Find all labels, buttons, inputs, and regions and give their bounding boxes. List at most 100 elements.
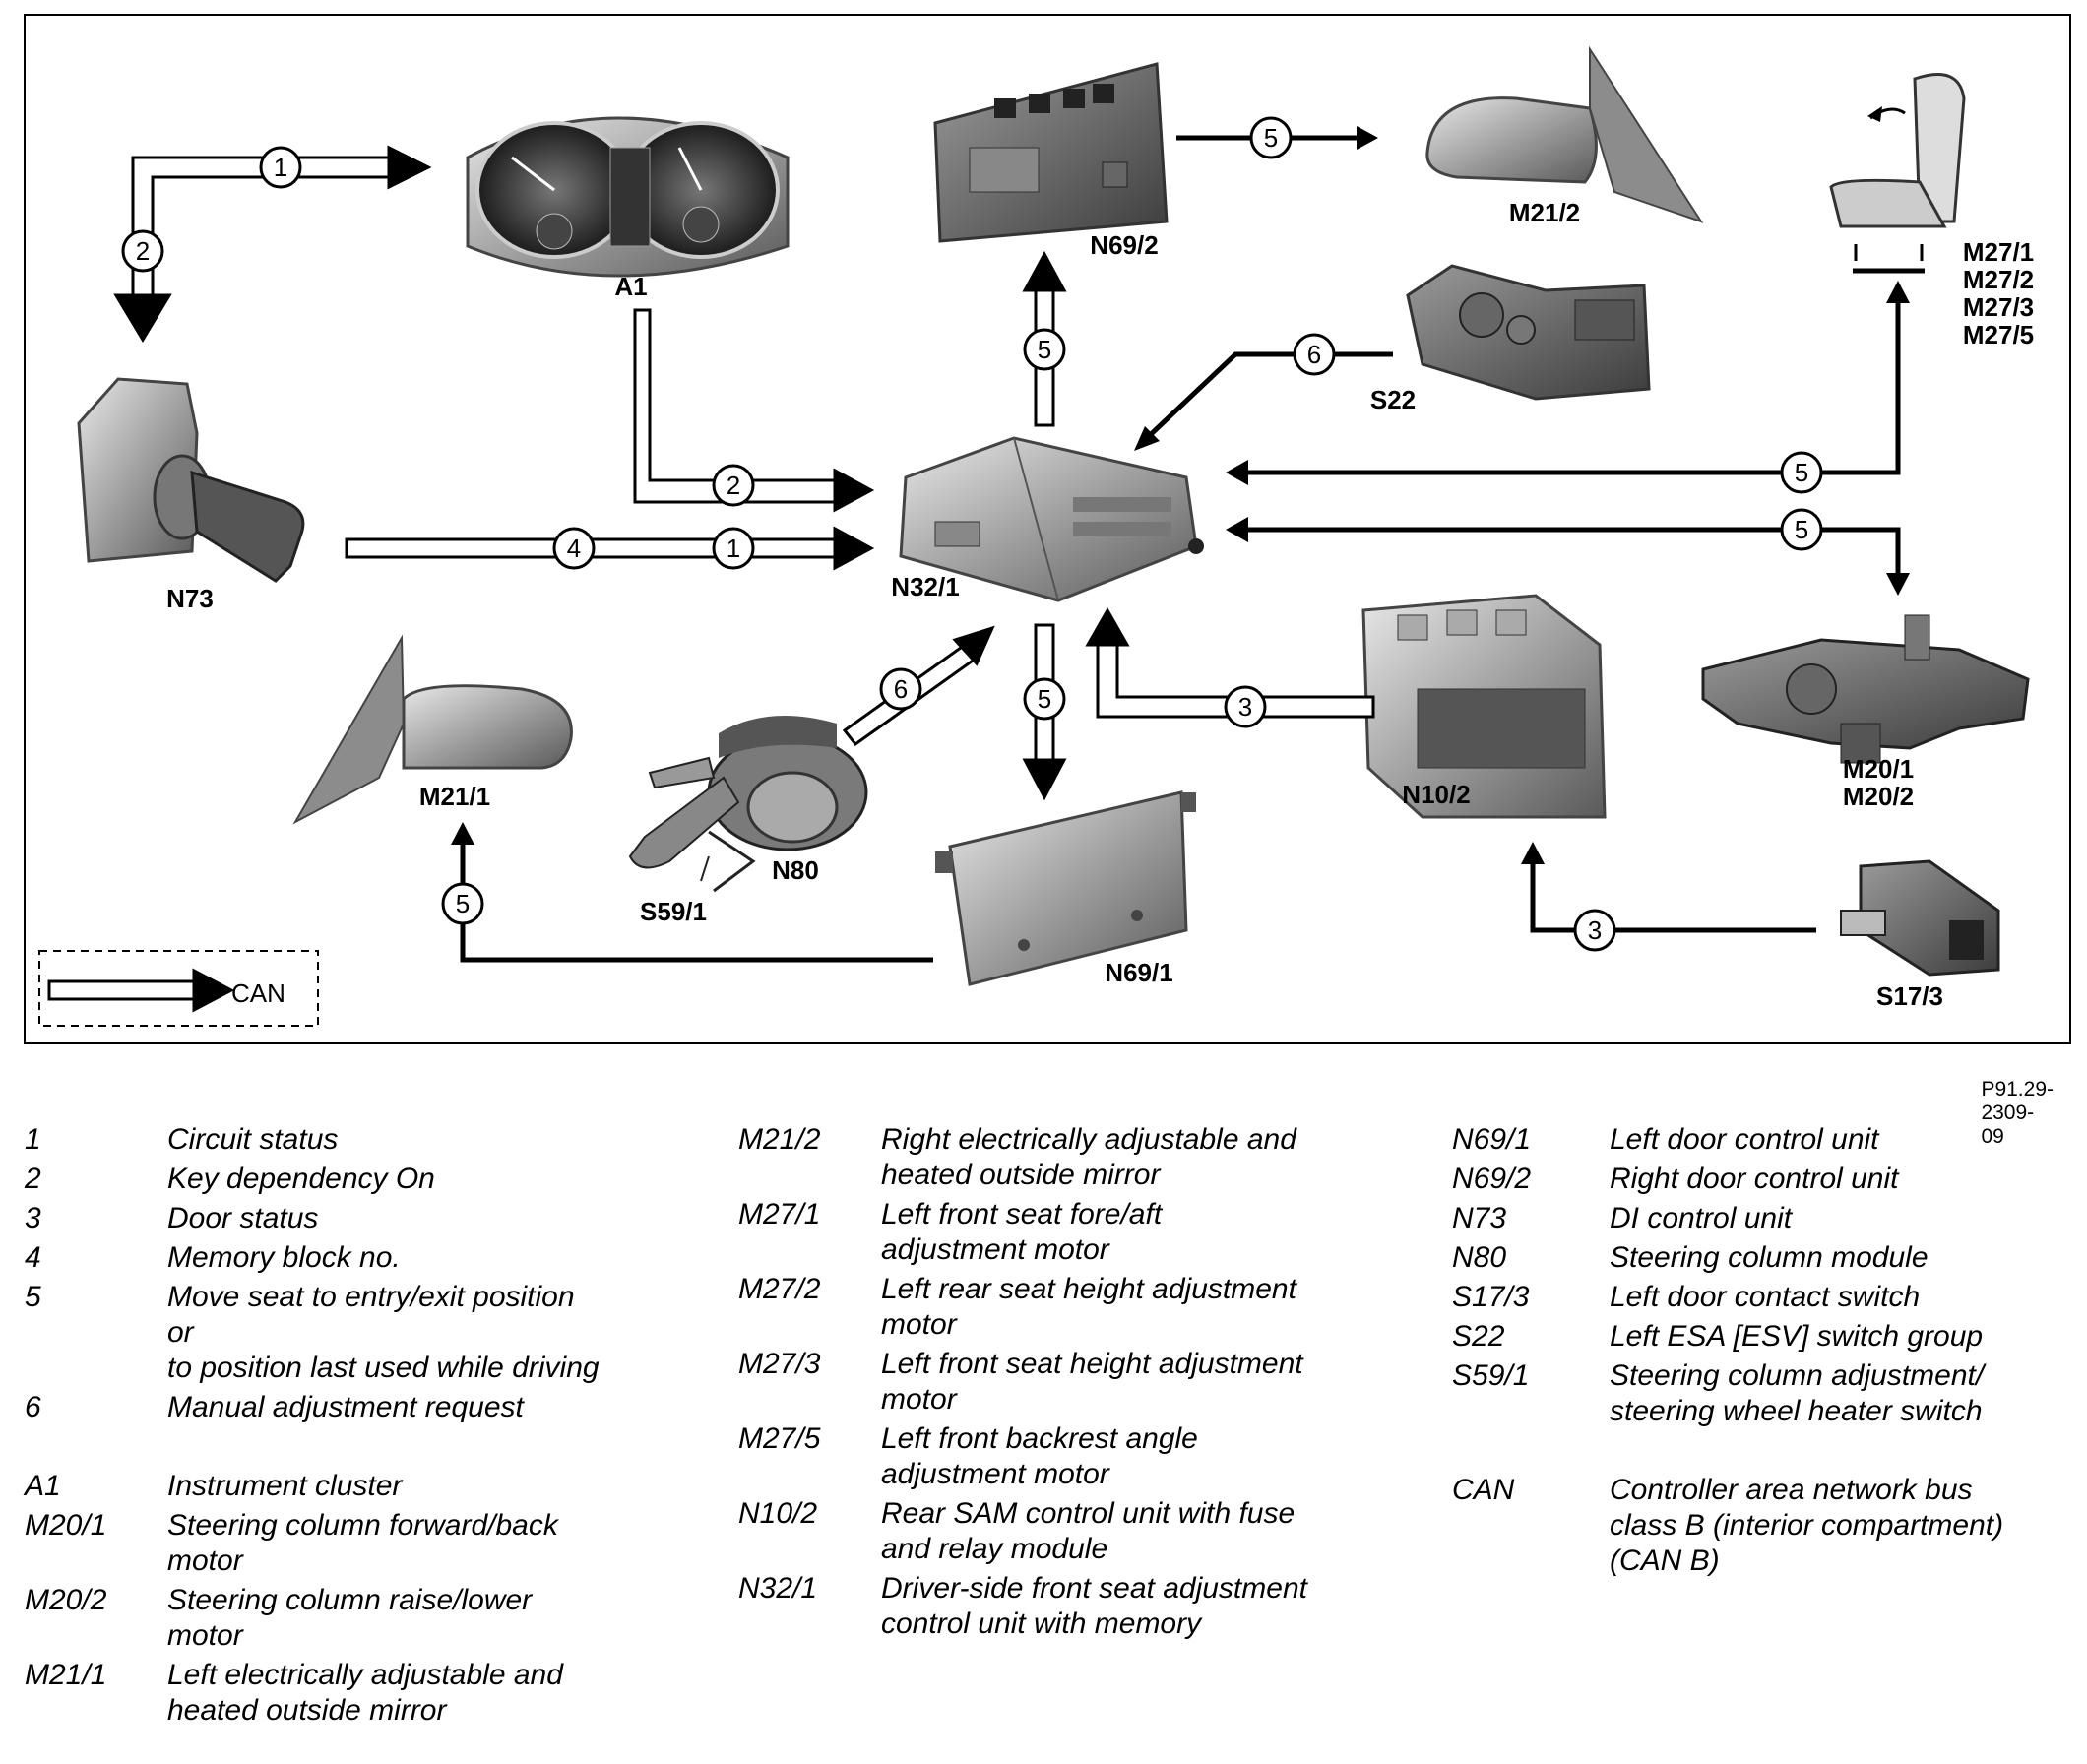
- legend-code: 1: [25, 1123, 41, 1156]
- legend-code: 4: [25, 1241, 41, 1274]
- legend-description: Steering column module: [1610, 1240, 1929, 1276]
- signal-5: 5: [1795, 515, 1808, 544]
- legend-description-line: (CAN B): [1610, 1544, 1720, 1577]
- connector-lines: [460, 135, 1901, 963]
- legend-code: M21/2: [738, 1123, 821, 1156]
- label-s22: S22: [1370, 385, 1416, 414]
- signal-3: 3: [1588, 915, 1602, 945]
- legend-description-line: Left ESA [ESV] switch group: [1610, 1320, 1984, 1353]
- legend-description-line: Right electrically adjustable and: [881, 1123, 1296, 1156]
- arrowheads: [451, 126, 1910, 864]
- legend-description: Door status: [167, 1201, 318, 1236]
- legend-description-line: Driver-side front seat adjustment: [881, 1572, 1307, 1605]
- component-labels: A1 N69/2 M21/2 M27/1 M27/2 M27/3 M27/5 S…: [166, 198, 2034, 1011]
- legend-description-line: Left front seat height adjustment: [881, 1348, 1303, 1380]
- left-door-control-unit-picture: [935, 790, 1196, 986]
- legend-description-line: Steering column raise/lower: [167, 1584, 533, 1616]
- legend-description-line: heated outside mirror: [167, 1694, 447, 1727]
- legend-description-line: Left front seat fore/aft: [881, 1198, 1163, 1230]
- label-m27-5: M27/5: [1963, 320, 2034, 349]
- esa-switch-group-picture: [1406, 264, 1651, 401]
- legend-description-line: control unit with memory: [881, 1607, 1202, 1640]
- label-m21-1: M21/1: [419, 782, 490, 811]
- steering-column-module-picture: [628, 716, 868, 893]
- seat-picture: [1829, 73, 1966, 274]
- legend-code: 3: [25, 1202, 41, 1234]
- legend-description: Left door control unit: [1610, 1122, 1879, 1158]
- label-m20-1: M20/1: [1843, 754, 1914, 784]
- label-m20-2: M20/2: [1843, 782, 1914, 811]
- legend-code: M21/1: [25, 1659, 107, 1691]
- legend-description: Key dependency On: [167, 1162, 435, 1197]
- signal-5: 5: [456, 889, 470, 918]
- signal-5: 5: [1038, 684, 1051, 714]
- signal-3: 3: [1238, 692, 1252, 722]
- legend-code: S22: [1452, 1320, 1505, 1353]
- signal-1: 1: [274, 153, 287, 182]
- legend-code: M20/1: [25, 1509, 107, 1542]
- label-a1: A1: [614, 272, 647, 301]
- legend-description-line: Left front backrest angle: [881, 1422, 1198, 1455]
- legend-description-line: and relay module: [881, 1533, 1108, 1565]
- label-m27-3: M27/3: [1963, 292, 2034, 322]
- legend-description-line: Door status: [167, 1202, 319, 1234]
- legend-description-line: motor: [881, 1308, 957, 1341]
- legend-description: Memory block no.: [167, 1240, 401, 1276]
- legend-code: N69/2: [1452, 1163, 1532, 1195]
- steering-column-motors-picture: [1701, 614, 2030, 764]
- legend-description-line: Steering column adjustment/: [1610, 1359, 1985, 1392]
- legend-description: Manual adjustment request: [167, 1390, 524, 1425]
- legend-description: Left door contact switch: [1610, 1280, 1920, 1315]
- legend-code: M27/5: [738, 1422, 821, 1455]
- legend-code: S17/3: [1452, 1281, 1530, 1313]
- label-s59-1: S59/1: [640, 897, 707, 926]
- legend-description: Instrument cluster: [167, 1469, 402, 1504]
- legend-description-line: Circuit status: [167, 1123, 339, 1156]
- legend-description-line: Left rear seat height adjustment: [881, 1273, 1296, 1305]
- legend-code: 2: [25, 1163, 41, 1195]
- legend-description-line: DI control unit: [1610, 1202, 1793, 1234]
- legend-description: DI control unit: [1610, 1201, 1792, 1236]
- legend-code: N10/2: [738, 1497, 818, 1530]
- legend-code: N73: [1452, 1202, 1507, 1234]
- legend-code: 5: [25, 1281, 41, 1313]
- legend-description-line: adjustment motor: [881, 1458, 1109, 1490]
- signal-6: 6: [1307, 340, 1321, 369]
- legend-description-line: class B (interior compartment): [1610, 1509, 2004, 1542]
- label-n69-1: N69/1: [1105, 958, 1172, 987]
- legend-description-line: to position last used while driving: [167, 1352, 600, 1384]
- legend-code: M27/1: [738, 1198, 821, 1230]
- legend-code: M20/2: [25, 1584, 107, 1616]
- right-mirror-picture: [1425, 45, 1704, 223]
- legend-code: N80: [1452, 1241, 1507, 1274]
- legend-description-line: motor: [167, 1619, 243, 1652]
- legend-code: A1: [25, 1470, 61, 1502]
- legend-description-line: Controller area network bus: [1610, 1474, 1973, 1506]
- legend-description-line: steering wheel heater switch: [1610, 1395, 1983, 1427]
- left-mirror-picture: [292, 634, 573, 825]
- legend-description-line: motor: [881, 1383, 957, 1416]
- legend-description-line: Key dependency On: [167, 1163, 435, 1195]
- signal-2: 2: [136, 236, 150, 266]
- figure-reference: P91.29-2309-09: [1981, 1078, 2054, 1148]
- legend-description-line: Memory block no.: [167, 1241, 401, 1274]
- seat-control-unit-picture: [899, 436, 1204, 602]
- rear-sam-control-unit-picture: [1361, 594, 1607, 819]
- signal-4: 4: [567, 534, 581, 563]
- legend-description: Circuit status: [167, 1122, 338, 1158]
- label-s17-3: S17/3: [1876, 981, 1943, 1011]
- signal-2: 2: [727, 471, 740, 500]
- legend-description-line: Steering column module: [1610, 1241, 1929, 1274]
- label-n10-2: N10/2: [1402, 780, 1470, 809]
- signal-numbers: 1 2 2 4 1 5 5 6 5 5 5 6 3 5 3: [136, 123, 1808, 945]
